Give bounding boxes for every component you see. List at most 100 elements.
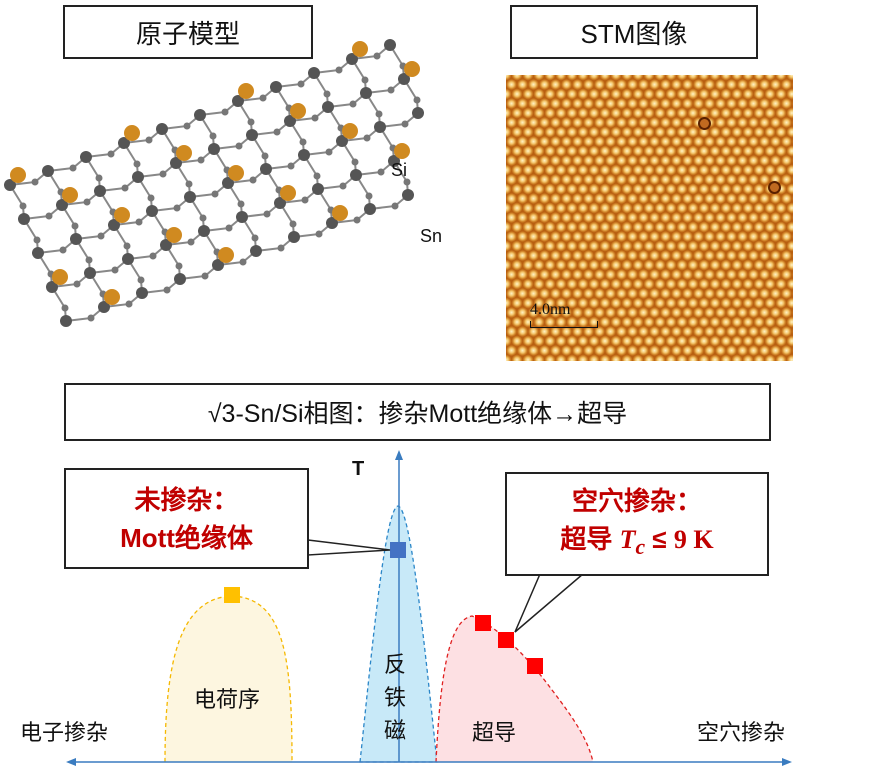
stm-defect [698, 117, 711, 130]
si-atom [107, 150, 115, 158]
si-atom [95, 174, 103, 182]
si-atom [350, 169, 362, 181]
callout-right-pointer [514, 573, 586, 633]
si-atom [391, 202, 399, 210]
si-atom [108, 219, 120, 231]
sn-label: Sn [420, 226, 443, 246]
scale-bar-label: 4.0nm [530, 301, 571, 318]
hole-doped-line1: 空穴掺杂： [571, 485, 702, 516]
si-atom [42, 165, 54, 177]
si-atom [326, 217, 338, 229]
si-atom [209, 132, 217, 140]
si-atom [149, 252, 157, 260]
si-atom [365, 192, 373, 200]
si-atom [301, 196, 309, 204]
si-atom [222, 177, 234, 189]
sn-atom [62, 187, 78, 203]
sn-atom [104, 289, 120, 305]
si-atom [135, 218, 143, 226]
si-atom [403, 178, 411, 186]
si-atom [402, 189, 414, 201]
si-atom [45, 212, 53, 220]
stm-defect [768, 181, 781, 194]
si-atom [315, 230, 323, 238]
si-atom [183, 122, 191, 130]
si-atom [73, 280, 81, 288]
tc-value: 9 K [673, 524, 714, 554]
si-atom [70, 233, 82, 245]
si-atom [147, 194, 155, 202]
mott-point [390, 542, 406, 558]
sc-text: 超导 [560, 523, 613, 554]
atomic-model-image [4, 39, 424, 327]
si-atom [273, 128, 281, 136]
stm-title: STM图像 [510, 5, 758, 59]
si-atom [287, 162, 295, 170]
si-atom [322, 101, 334, 113]
si-atom [364, 203, 376, 215]
si-atom [239, 258, 247, 266]
sc-point [475, 615, 491, 631]
si-atom [284, 115, 296, 127]
si-atom [122, 253, 134, 265]
sc-point [527, 658, 543, 674]
si-atom [236, 211, 248, 223]
si-atom [336, 135, 348, 147]
si-atom [237, 200, 245, 208]
axis-arrow-left [66, 758, 76, 766]
si-atom [401, 120, 409, 128]
hole-doped-callout: 空穴掺杂： 超导 Tc ≤ 9 K [505, 472, 769, 576]
si-atom [308, 67, 320, 79]
si-atom [60, 315, 72, 327]
si-atom [221, 108, 229, 116]
si-atom [80, 151, 92, 163]
si-atom [159, 170, 167, 178]
si-atom [413, 96, 421, 104]
tc-relation: ≤ [652, 523, 667, 554]
afm-label: 反铁磁 [384, 652, 407, 743]
si-atom [4, 179, 16, 191]
si-atom [175, 262, 183, 270]
hole-doping-label: 空穴掺杂 [697, 720, 786, 745]
sn-atom [10, 167, 26, 183]
si-atom [46, 281, 58, 293]
sn-atom [228, 165, 244, 181]
si-atom [261, 152, 269, 160]
si-atom [94, 185, 106, 197]
si-atom [198, 225, 210, 237]
si-atom [325, 148, 333, 156]
si-atom [156, 123, 168, 135]
charge-order-dome [164, 595, 293, 763]
sc-point [498, 632, 514, 648]
si-atom [384, 39, 396, 51]
si-atom [146, 205, 158, 217]
scale-bar [530, 321, 598, 328]
si-atom [313, 172, 321, 180]
si-atom [199, 214, 207, 222]
si-atom [412, 107, 424, 119]
sn-atom [352, 41, 368, 57]
si-atom [373, 52, 381, 60]
tc-symbol: Tc [619, 524, 646, 560]
si-atom [235, 142, 243, 150]
charge-order-point [224, 587, 240, 603]
si-atom [197, 156, 205, 164]
si-atom [98, 301, 110, 313]
si-atom [375, 110, 383, 118]
si-atom [185, 180, 193, 188]
si-atom [312, 183, 324, 195]
temperature-axis-label: T [352, 458, 365, 480]
si-atom [201, 272, 209, 280]
si-atom [56, 199, 68, 211]
sn-atom [394, 143, 410, 159]
si-atom [398, 73, 410, 85]
undoped-line2: Mott绝缘体 [120, 522, 253, 553]
si-atom [173, 204, 181, 212]
sn-atom [218, 247, 234, 263]
si-atom [136, 287, 148, 299]
si-atom [163, 286, 171, 294]
si-atom [388, 155, 400, 167]
sn-atom [290, 103, 306, 119]
si-atom [387, 86, 395, 94]
